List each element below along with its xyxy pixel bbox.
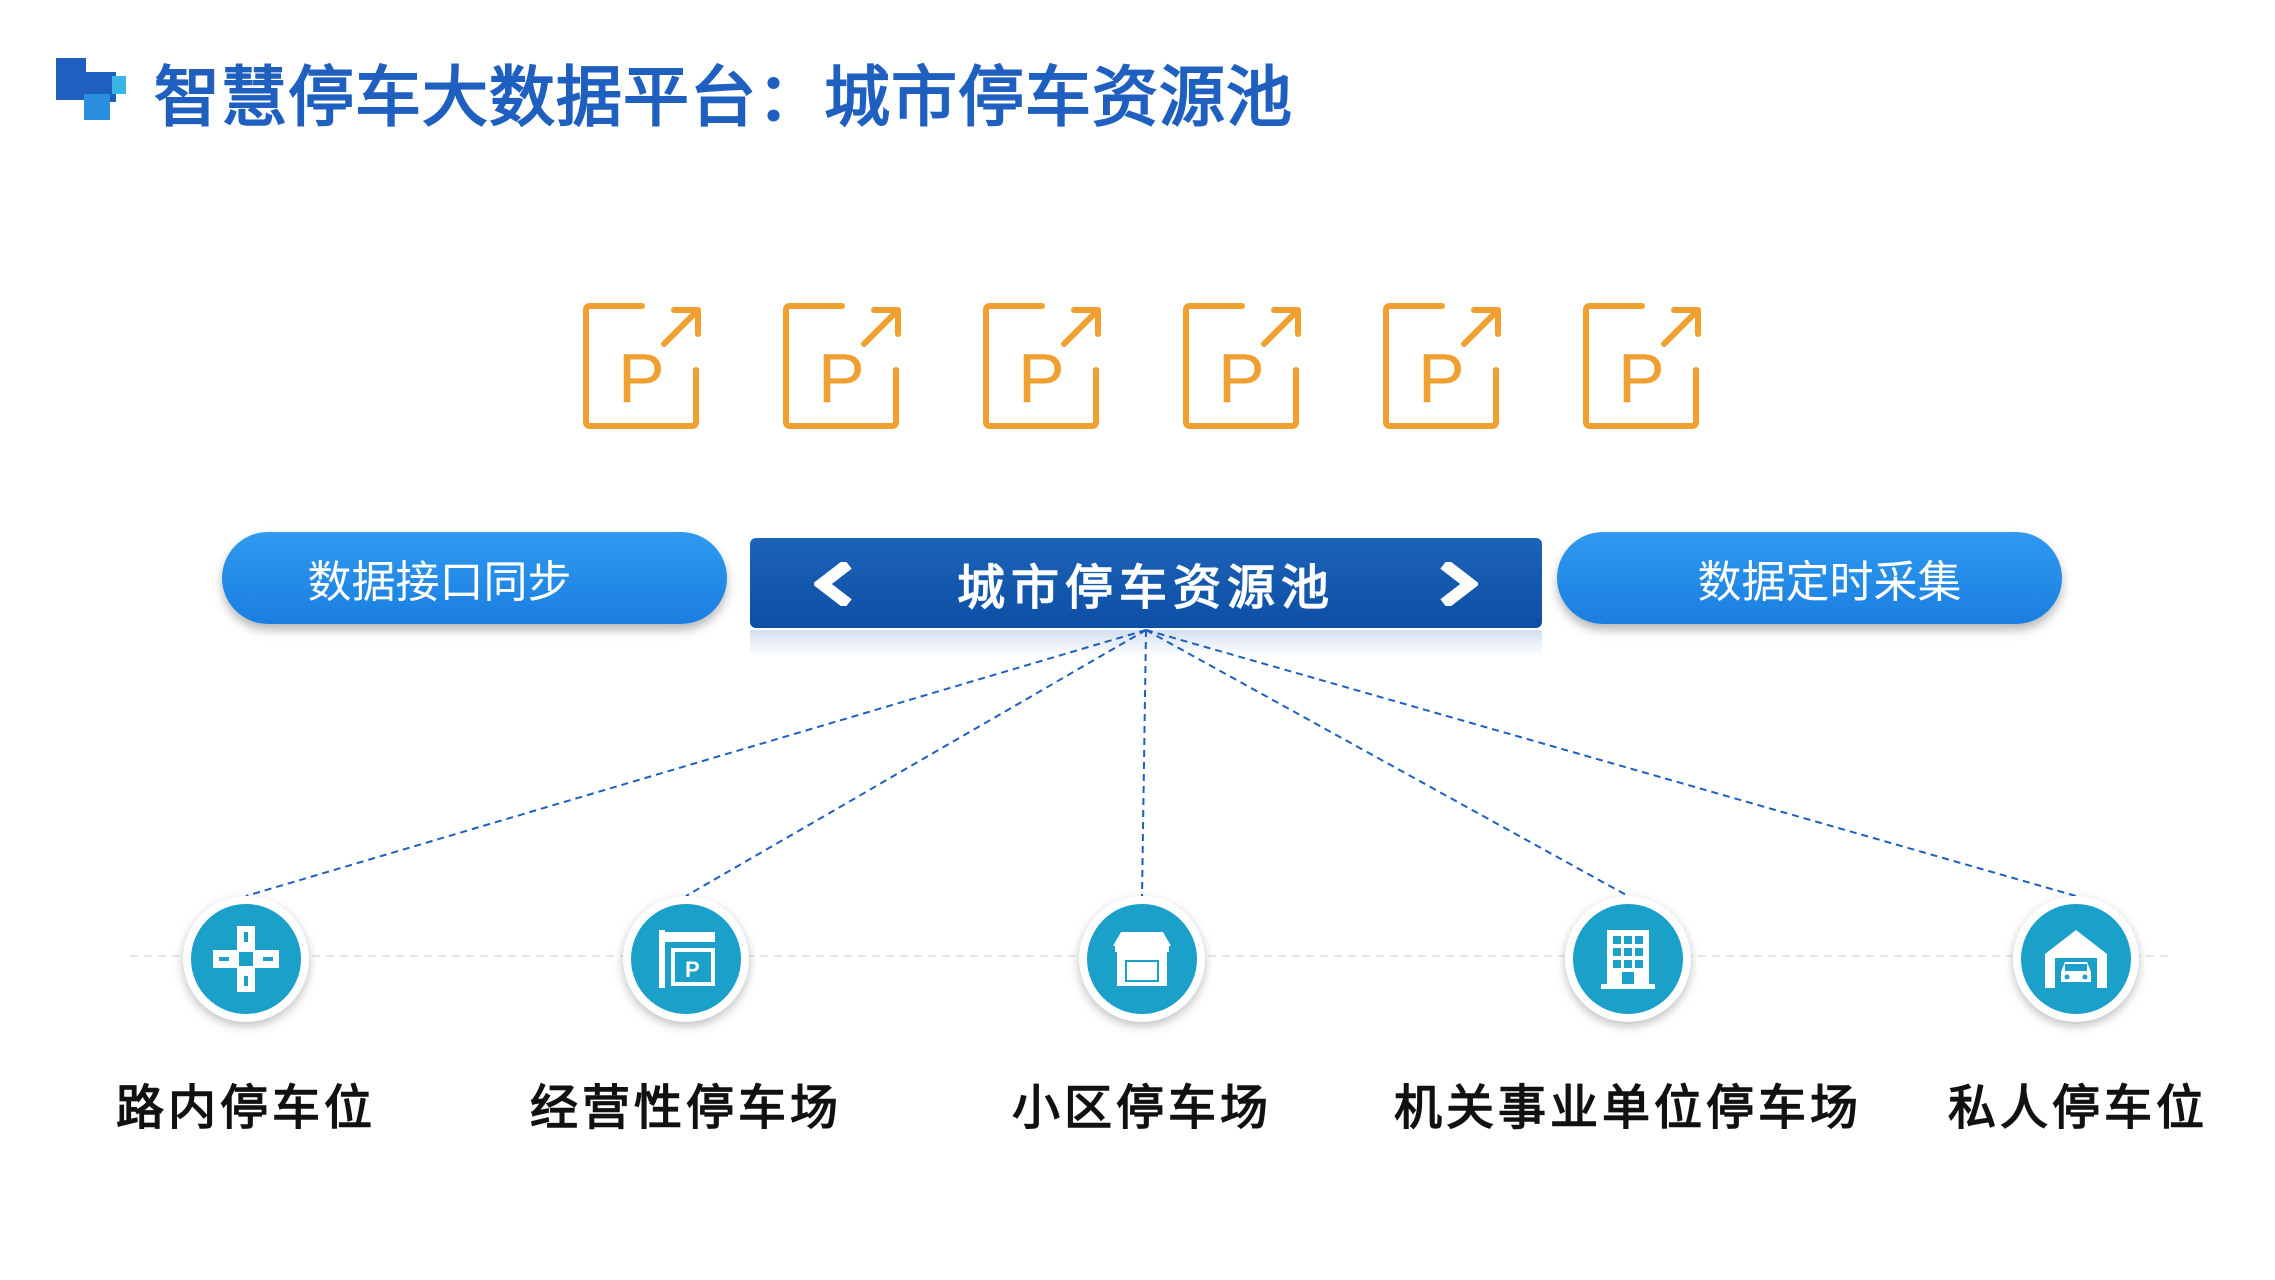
parking-sign-icon: P [659, 930, 715, 988]
parking-letter: P [818, 339, 865, 417]
residential-parking-circle [1079, 896, 1205, 1022]
parking-letter: P [1618, 339, 1665, 417]
center-label: 城市停车资源池 [956, 560, 1335, 616]
parking-exit-icon: P [1580, 300, 1706, 432]
parking-letter: P [1018, 339, 1065, 417]
category-label: 机关事业单位停车场 [1393, 1080, 1863, 1136]
category-label: 路内停车位 [115, 1080, 377, 1136]
chevron-right-icon [1440, 562, 1478, 606]
connector-line [1145, 629, 1629, 897]
road-parking-circle [183, 896, 309, 1022]
center-reflection [750, 630, 1542, 656]
government-parking-circle [1565, 896, 1691, 1022]
connector-line [685, 629, 1147, 897]
office-building-icon [1601, 930, 1655, 989]
data-interface-sync-pill: 数据接口同步 [222, 532, 727, 624]
parking-exit-icon: P [780, 300, 906, 432]
connector-line [245, 629, 1147, 897]
parking-exit-icon: P [980, 300, 1106, 432]
storefront-icon [1113, 932, 1171, 986]
category-label: 私人停车位 [1947, 1080, 2209, 1136]
parking-exit-icon: P [1180, 300, 1306, 432]
svg-text:P: P [685, 957, 700, 982]
logo-mark [56, 58, 134, 120]
city-parking-resource-pool: 城市停车资源池 [750, 538, 1542, 628]
category-label: 小区停车场 [1011, 1080, 1273, 1136]
parking-exit-icon: P [580, 300, 706, 432]
category-label: 经营性停车场 [529, 1080, 843, 1136]
parking-letter: P [1418, 339, 1465, 417]
pill-label: 数据定时采集 [1697, 557, 1962, 608]
private-parking-circle [2013, 896, 2139, 1022]
page-title: 智慧停车大数据平台：城市停车资源池 [154, 59, 1293, 136]
commercial-parking-circle: P [623, 896, 749, 1022]
parking-exit-icon: P [1380, 300, 1506, 432]
garage-car-icon [2045, 930, 2107, 988]
data-scheduled-collection-pill: 数据定时采集 [1557, 532, 2062, 624]
connector-line [1145, 629, 2077, 897]
connector-line [1141, 629, 1147, 897]
chevron-left-icon [814, 562, 852, 606]
parking-letter: P [618, 339, 665, 417]
road-parking-icon [213, 926, 279, 992]
pill-label: 数据接口同步 [307, 557, 572, 608]
parking-letter: P [1218, 339, 1265, 417]
